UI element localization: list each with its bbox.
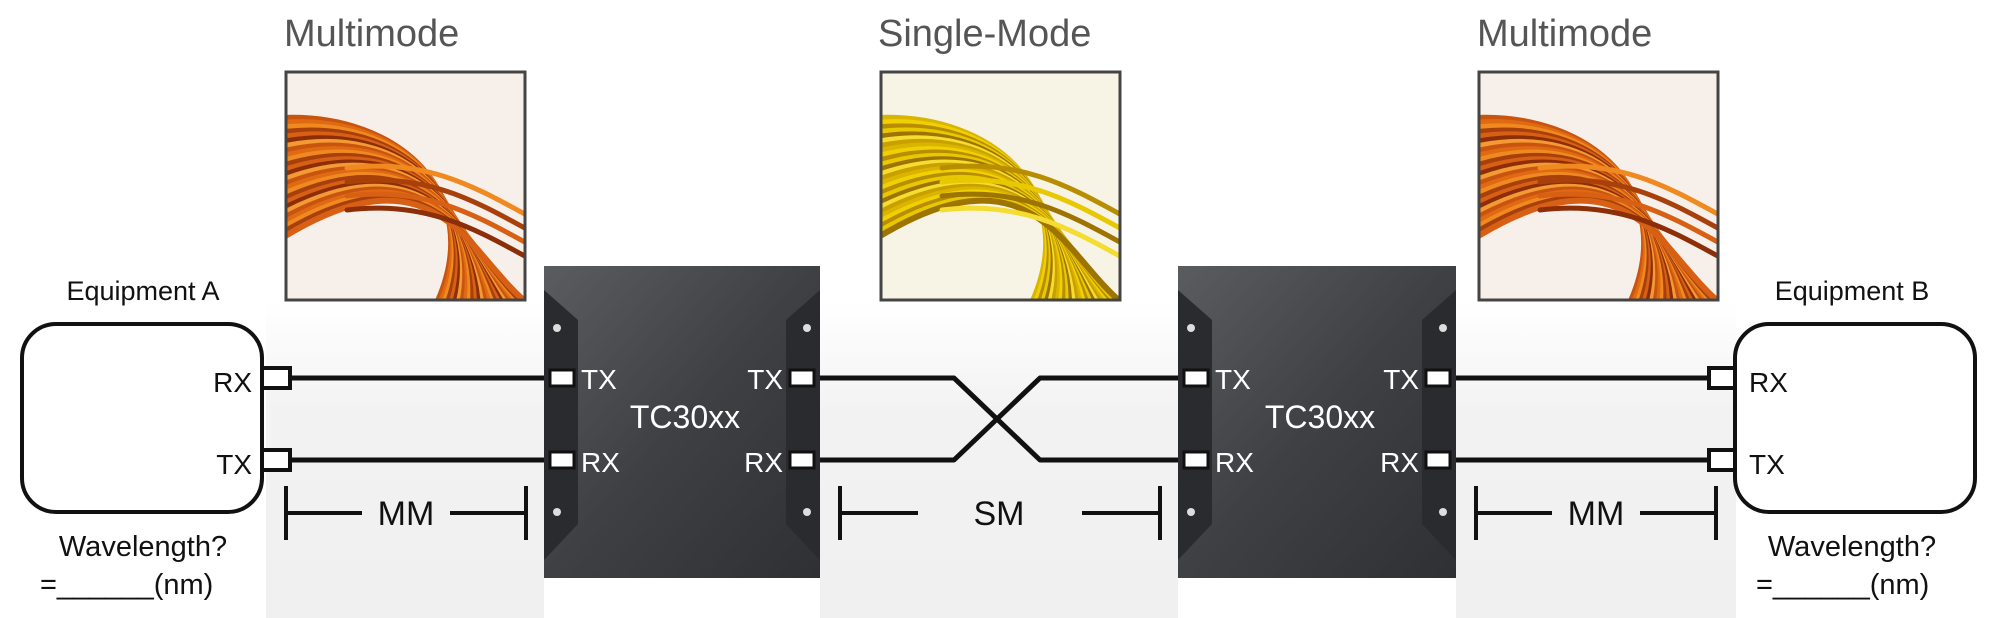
equipment-a-tx-label: TX [216,449,252,480]
section-title-singlemode: Single-Mode [878,13,1091,55]
converter-1-screw [803,324,811,332]
converter-1-screw [553,508,561,516]
equipment-a-rx-label: RX [213,367,252,398]
converter-1-right-tx-port [788,368,816,388]
converter-2-body [1178,266,1456,578]
equipment-a-tx-port [260,448,292,472]
converter-1: TX RX TX RX TC30xx [544,266,820,578]
converter-2-screw [1439,324,1447,332]
span-label-middle: SM [974,495,1025,533]
converter-1-right-bracket [786,290,820,560]
equipment-b-tx-label: TX [1749,449,1785,480]
converter-1-screw [803,508,811,516]
equipment-b-rx-port [1707,366,1737,390]
span-label-right: MM [1568,495,1625,533]
converter-2-left-rx-label: RX [1215,447,1254,478]
converter-1-right-rx-label: RX [744,447,783,478]
section-title-multimode-left: Multimode [284,13,459,55]
converter-2: TX RX TX RX TC30xx [1178,266,1456,578]
multimode-fiber-image-left [284,70,527,302]
equipment-b-tx-port [1707,448,1737,472]
converter-1-body [544,266,820,578]
converter-1-right-rx-port [788,450,816,470]
converter-2-screw [1439,508,1447,516]
equipment-b-wavelength-answer: =______(nm) [1756,569,1929,601]
span-label-left: MM [378,495,435,533]
converter-1-left-tx-label: TX [581,364,617,395]
converter-2-left-tx-label: TX [1215,364,1251,395]
equipment-a-rx-port [260,366,292,390]
converter-2-right-rx-port [1424,450,1452,470]
cables [290,375,1709,463]
converter-2-left-bracket [1178,290,1212,560]
equipment-b-wavelength-question: Wavelength? [1768,531,1936,563]
section-title-multimode-right: Multimode [1477,13,1652,55]
converter-1-screw [553,324,561,332]
singlemode-fiber-image [879,70,1122,302]
equipment-b-box [1733,322,1977,514]
equipment-a-wavelength-answer: =______(nm) [40,569,213,601]
span-marker-left [284,486,528,540]
equipment-a-label: Equipment A [66,276,219,306]
equipment-a: Equipment A RX TX Wavelength? =______(nm… [20,276,292,601]
converter-2-right-tx-port [1424,368,1452,388]
cable-c1-rx-to-c2-tx [812,375,1180,463]
converter-1-left-bracket [544,290,578,560]
equipment-b-rx-label: RX [1749,367,1788,398]
converter-2-screw [1187,508,1195,516]
equipment-a-wavelength-question: Wavelength? [59,531,227,563]
converter-2-left-rx-port [1182,450,1210,470]
converter-1-model: TC30xx [630,399,740,435]
converter-1-left-tx-port [548,368,576,388]
converter-2-right-bracket [1422,290,1456,560]
multimode-fiber-image-right [1477,70,1720,302]
converter-1-left-rx-label: RX [581,447,620,478]
converter-2-right-tx-label: TX [1383,364,1419,395]
span-marker-middle [838,486,1162,540]
equipment-b-label: Equipment B [1775,276,1930,306]
span-marker-right [1474,486,1718,540]
converter-1-left-rx-port [548,450,576,470]
equipment-b: Equipment B RX TX Wavelength? =______(nm… [1707,276,1977,601]
converter-2-left-tx-port [1182,368,1210,388]
equipment-a-box [20,322,264,514]
converter-2-screw [1187,324,1195,332]
converter-1-right-tx-label: TX [747,364,783,395]
converter-2-right-rx-label: RX [1380,447,1419,478]
converter-2-model: TC30xx [1265,399,1375,435]
